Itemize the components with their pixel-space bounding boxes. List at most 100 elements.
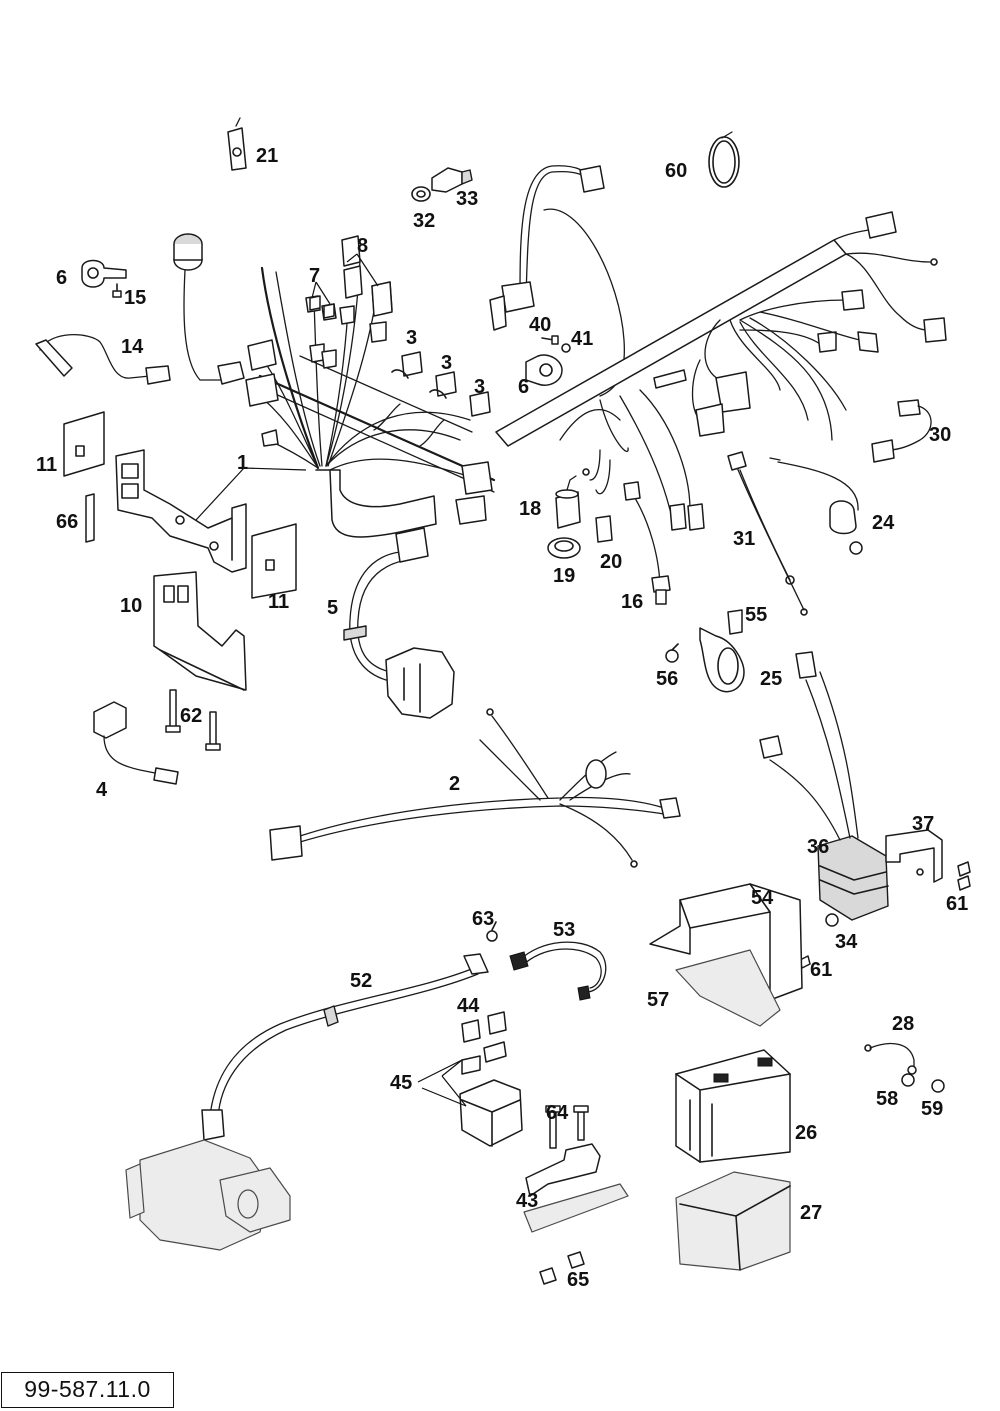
callout-3-a: 3 [406, 327, 417, 349]
callout-62: 62 [180, 705, 202, 727]
part-43-bracket [523, 1143, 629, 1233]
callout-63: 63 [472, 908, 494, 930]
callout-44: 44 [457, 995, 480, 1017]
part-24-sensor [769, 457, 863, 555]
starter-motor [125, 1139, 291, 1251]
part-11-plate-left [63, 411, 105, 477]
drawing-number-box: 99-587.11.0 [1, 1372, 174, 1408]
callout-59: 59 [921, 1098, 943, 1120]
part-54-battery-cover [649, 883, 803, 1001]
part-6-cable-clamp-b [525, 354, 563, 386]
part-60-cable-tie [708, 131, 740, 188]
callout-52: 52 [350, 970, 372, 992]
part-4-switch [93, 701, 179, 785]
part-11-plate-right [251, 523, 297, 599]
callout-7: 7 [309, 265, 320, 287]
callout-14: 14 [121, 336, 144, 358]
callout-3-b: 3 [441, 352, 452, 374]
part-61-bolts [799, 861, 971, 969]
part-7-terminals [309, 295, 335, 319]
callout-19: 19 [553, 565, 575, 587]
part-58-washer [901, 1073, 915, 1087]
callout-18: 18 [519, 498, 541, 520]
part-3-seals [391, 351, 491, 417]
callout-40: 40 [529, 314, 551, 336]
callout-10: 10 [120, 595, 142, 617]
callout-34: 34 [835, 931, 858, 953]
callout-55: 55 [745, 604, 767, 626]
part-21-bracket [227, 117, 247, 171]
harness-bracket [115, 449, 247, 573]
callout-11-left: 11 [36, 454, 57, 476]
part-44-gaskets [461, 1011, 507, 1043]
part-37-bracket [885, 829, 943, 883]
part-19-ring [547, 537, 581, 559]
callout-2: 2 [449, 773, 460, 795]
part-18-capacitor [555, 475, 581, 529]
callout-6-mid: 6 [518, 376, 529, 398]
part-2-harness [269, 708, 681, 868]
callout-61-right: 61 [946, 893, 968, 915]
part-62-bolts [165, 689, 221, 751]
callout-21: 21 [256, 145, 278, 167]
part-28-ground-wire [864, 1042, 917, 1075]
callout-41: 41 [571, 328, 593, 350]
callout-4: 4 [96, 779, 108, 801]
callout-33: 33 [456, 188, 478, 210]
part-1-main-harness [245, 235, 496, 538]
callout-11-right: 11 [268, 591, 289, 613]
callout-56: 56 [656, 668, 678, 690]
callout-27: 27 [800, 1202, 822, 1224]
callout-6-top: 6 [56, 267, 67, 289]
callout-45: 45 [390, 1072, 412, 1094]
part-53-cable [509, 941, 607, 1001]
callout-60: 60 [665, 160, 687, 182]
callout-20: 20 [600, 551, 622, 573]
part-36-regulator [759, 651, 889, 921]
part-55-clip [727, 609, 743, 635]
callout-26: 26 [795, 1122, 817, 1144]
callout-58: 58 [876, 1088, 898, 1110]
part-25-horn [699, 627, 745, 693]
callout-30: 30 [929, 424, 951, 446]
part-41-nut [561, 343, 571, 353]
callout-5: 5 [327, 597, 338, 619]
callout-66: 66 [56, 511, 78, 533]
callout-53: 53 [553, 919, 575, 941]
callout-leader-lines [195, 253, 467, 1107]
callout-25: 25 [760, 668, 782, 690]
part-40-screw [541, 335, 559, 345]
part-14-sensor [35, 333, 171, 385]
callout-16: 16 [621, 591, 643, 613]
callout-28: 28 [892, 1013, 914, 1035]
frame-harness-main [495, 211, 947, 531]
part-30-sensor [871, 399, 932, 463]
part-34-nut [825, 913, 839, 927]
part-8-connectors [343, 265, 393, 317]
callout-8: 8 [357, 235, 368, 257]
callout-57: 57 [647, 989, 669, 1011]
callout-37: 37 [912, 813, 934, 835]
part-10-plate [153, 571, 247, 691]
part-57-mat [675, 949, 781, 1027]
part-6-cable-clamp [81, 259, 127, 288]
part-64-bolts [545, 1105, 589, 1149]
callout-numbers: 21 33 32 60 8 7 6 15 14 3 3 3 40 41 6 30… [36, 145, 968, 1291]
part-32-washer [411, 186, 431, 202]
part-56-screw [665, 643, 679, 663]
callout-64: 64 [546, 1102, 569, 1124]
callout-36: 36 [807, 836, 829, 858]
callout-61-mid: 61 [810, 959, 832, 981]
part-66-strip [85, 493, 95, 543]
callout-24: 24 [872, 512, 895, 534]
part-26-battery [675, 1049, 791, 1163]
spark-plug-cap-lead [489, 165, 626, 397]
part-15-screw [112, 283, 122, 298]
part-16-sensor [623, 481, 671, 605]
part-45-relay [459, 1041, 523, 1147]
callout-32: 32 [413, 210, 435, 232]
callout-65: 65 [567, 1269, 589, 1291]
callout-31: 31 [733, 528, 755, 550]
callout-15: 15 [124, 287, 146, 309]
